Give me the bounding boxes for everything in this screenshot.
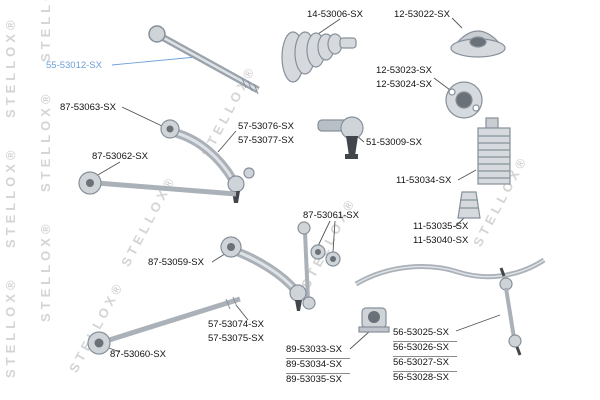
part-label-89-53035-SX: 89-53035-SX bbox=[286, 374, 342, 385]
part-label-57-53075-SX: 57-53075-SX bbox=[208, 333, 264, 344]
strut-rod bbox=[78, 171, 237, 197]
part-label-57-53077-SX: 57-53077-SX bbox=[238, 135, 294, 146]
shock-dust-boot bbox=[477, 117, 511, 185]
part-label-87-53061-SX: 87-53061-SX bbox=[303, 210, 359, 221]
part-label-56-53027-SX: 56-53027-SX bbox=[393, 358, 457, 372]
part-label-87-53060-SX: 87-53060-SX bbox=[110, 349, 166, 360]
steering-boot bbox=[281, 31, 357, 83]
part-label-56-53025-SX: 56-53025-SX bbox=[393, 328, 457, 342]
part-label-55-53012-SX: 55-53012-SX bbox=[46, 60, 102, 71]
stabilizer-link bbox=[499, 267, 522, 356]
strut-mount-side bbox=[450, 30, 506, 58]
upper-control-arm bbox=[160, 119, 255, 203]
part-label-57-53076-SX: 57-53076-SX bbox=[238, 121, 294, 132]
part-label-87-53062-SX: 87-53062-SX bbox=[92, 151, 148, 162]
stabilizer-bar bbox=[354, 257, 546, 333]
bump-stop bbox=[457, 191, 481, 219]
tension-rod bbox=[87, 296, 241, 355]
part-label-11-53040-SX: 11-53040-SX bbox=[413, 235, 469, 246]
part-label-89-53034-SX: 89-53034-SX bbox=[286, 360, 350, 374]
part-label-87-53059-SX: 87-53059-SX bbox=[148, 257, 204, 268]
center-link bbox=[297, 221, 341, 310]
part-label-12-53024-SX: 12-53024-SX bbox=[376, 79, 432, 90]
part-label-89-53033-SX: 89-53033-SX bbox=[286, 345, 350, 359]
part-label-12-53023-SX: 12-53023-SX bbox=[376, 65, 432, 76]
inner-tie-rod bbox=[148, 25, 260, 95]
tie-rod-end bbox=[317, 116, 364, 159]
part-label-56-53028-SX: 56-53028-SX bbox=[393, 372, 449, 383]
part-label-51-53009-SX: 51-53009-SX bbox=[366, 137, 422, 148]
strut-mount-top bbox=[445, 81, 483, 119]
part-label-56-53026-SX: 56-53026-SX bbox=[393, 343, 457, 357]
part-label-11-53034-SX: 11-53034-SX bbox=[396, 175, 452, 186]
part-label-12-53022-SX: 12-53022-SX bbox=[394, 9, 450, 20]
lower-control-arm bbox=[220, 236, 307, 311]
part-label-87-53063-SX: 87-53063-SX bbox=[60, 102, 116, 113]
part-label-57-53074-SX: 57-53074-SX bbox=[208, 319, 264, 330]
part-label-11-53035-SX: 11-53035-SX bbox=[413, 221, 469, 232]
part-label-14-53006-SX: 14-53006-SX bbox=[307, 9, 363, 20]
